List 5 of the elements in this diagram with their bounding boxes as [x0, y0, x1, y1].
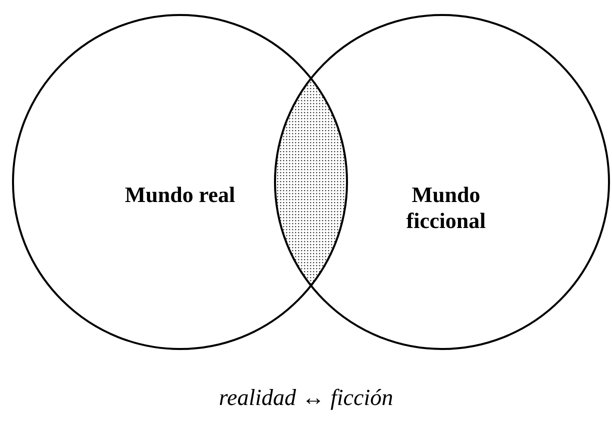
set-label: Mundo ficcional [405, 182, 487, 234]
set-label: Mundo real [124, 182, 236, 208]
set-circle [274, 14, 610, 350]
caption: realidad ↔ ficción [218, 385, 394, 410]
set-circle [12, 14, 348, 350]
